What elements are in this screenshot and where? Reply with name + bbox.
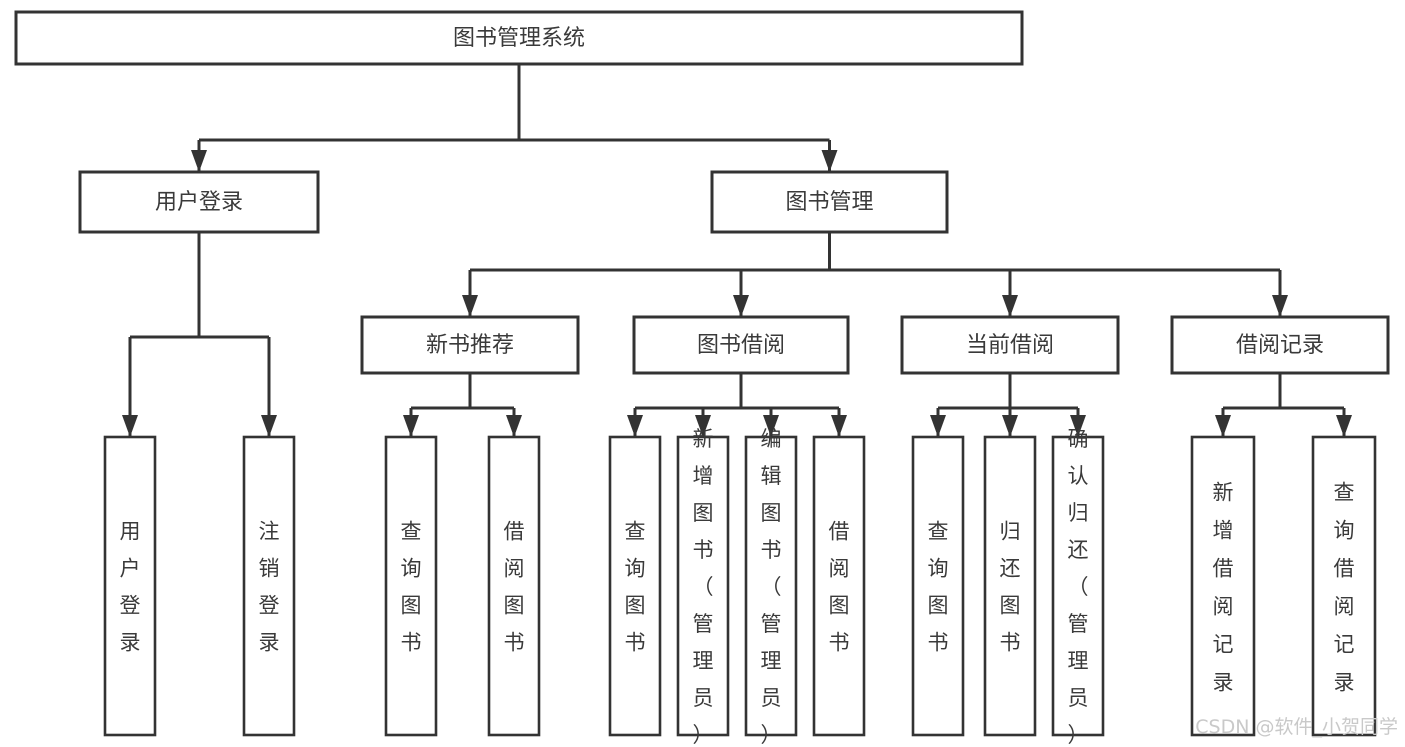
- node-label-borrow-book-do: 借阅图书: [829, 520, 850, 655]
- arrow-head-icon-user-login-do: [122, 415, 138, 437]
- node-box-query-borrow-record: [1311, 435, 1377, 737]
- node-box-add-book-admin: [676, 435, 730, 737]
- arrow-head-icon-user-login: [191, 150, 207, 172]
- arrow-head-icon-query-book-current: [930, 415, 946, 437]
- node-box-borrow-book-recommend: [487, 435, 541, 737]
- node-box-confirm-return-admin: [1051, 435, 1105, 737]
- node-borrow-book-recommend[interactable]: 借阅图书: [487, 435, 541, 737]
- node-root[interactable]: 图书管理系统: [14, 10, 1024, 66]
- node-label-book-borrow: 图书借阅: [697, 333, 785, 358]
- node-edit-book-admin[interactable]: 编辑图书（管理员）: [744, 427, 798, 747]
- node-label-query-book-recommend: 查询图书: [401, 520, 422, 655]
- node-label-add-book-admin: 新增图书（管理员）: [693, 427, 714, 747]
- node-label-confirm-return-admin: 确认归还（管理员）: [1068, 427, 1089, 747]
- node-label-book-management: 图书管理: [785, 190, 873, 215]
- node-box-user-logout: [242, 435, 296, 737]
- node-query-book-recommend[interactable]: 查询图书: [384, 435, 438, 737]
- node-box-new-book-recommend: [360, 315, 580, 375]
- arrow-head-icon-borrow-book-do: [831, 415, 847, 437]
- node-user-login-do[interactable]: 用户登录: [103, 435, 157, 737]
- node-box-query-book-recommend: [384, 435, 438, 737]
- node-box-user-login: [78, 170, 320, 234]
- node-box-return-book: [983, 435, 1037, 737]
- node-box-root: [14, 10, 1024, 66]
- arrow-head-icon-edit-book-admin: [763, 415, 779, 437]
- node-query-book-current[interactable]: 查询图书: [911, 435, 965, 737]
- arrow-head-icon-add-book-admin: [695, 415, 711, 437]
- node-box-edit-book-admin: [744, 435, 798, 737]
- node-add-book-admin[interactable]: 新增图书（管理员）: [676, 427, 730, 747]
- node-label-edit-book-admin: 编辑图书（管理员）: [761, 427, 782, 747]
- node-query-book-borrow[interactable]: 查询图书: [608, 435, 662, 737]
- node-book-borrow[interactable]: 图书借阅: [632, 315, 850, 375]
- node-box-book-borrow: [632, 315, 850, 375]
- node-label-user-login: 用户登录: [155, 190, 243, 215]
- arrow-head-icon-query-borrow-record: [1336, 415, 1352, 437]
- node-box-add-borrow-record: [1190, 435, 1256, 737]
- arrow-head-icon-current-borrow: [1002, 295, 1018, 317]
- node-box-current-borrow: [900, 315, 1120, 375]
- node-borrow-book-do[interactable]: 借阅图书: [812, 435, 866, 737]
- node-label-root: 图书管理系统: [453, 26, 585, 51]
- csdn-watermark: CSDN @软件_小贺同学: [1195, 716, 1398, 738]
- node-box-user-login-do: [103, 435, 157, 737]
- arrow-head-icon-confirm-return-admin: [1070, 415, 1086, 437]
- arrow-head-icon-query-book-borrow: [627, 415, 643, 437]
- node-return-book[interactable]: 归还图书: [983, 435, 1037, 737]
- arrow-head-icon-return-book: [1002, 415, 1018, 437]
- arrow-head-icon-borrow-record: [1272, 295, 1288, 317]
- node-box-borrow-record: [1170, 315, 1390, 375]
- node-layer: 图书管理系统用户登录用户登录注销登录图书管理新书推荐查询图书借阅图书图书借阅查询…: [14, 10, 1390, 747]
- node-add-borrow-record[interactable]: 新增借阅记录: [1190, 435, 1256, 737]
- arrow-head-icon-add-borrow-record: [1215, 415, 1231, 437]
- arrow-head-icon-query-book-recommend: [403, 415, 419, 437]
- node-current-borrow[interactable]: 当前借阅: [900, 315, 1120, 375]
- node-label-current-borrow: 当前借阅: [966, 333, 1054, 358]
- node-label-borrow-record: 借阅记录: [1236, 333, 1324, 358]
- node-box-borrow-book-do: [812, 435, 866, 737]
- node-label-user-login-do: 用户登录: [120, 520, 141, 655]
- node-query-borrow-record[interactable]: 查询借阅记录: [1311, 435, 1377, 737]
- node-label-query-borrow-record: 查询借阅记录: [1334, 480, 1355, 694]
- node-book-management[interactable]: 图书管理: [710, 170, 949, 234]
- node-label-borrow-book-recommend: 借阅图书: [504, 520, 525, 655]
- connector-layer: [122, 64, 1352, 437]
- node-label-add-borrow-record: 新增借阅记录: [1213, 480, 1234, 694]
- node-label-new-book-recommend: 新书推荐: [426, 333, 514, 358]
- arrow-head-icon-book-borrow: [733, 295, 749, 317]
- node-user-logout[interactable]: 注销登录: [242, 435, 296, 737]
- arrow-head-icon-new-book-recommend: [462, 295, 478, 317]
- node-label-return-book: 归还图书: [1000, 520, 1021, 655]
- node-new-book-recommend[interactable]: 新书推荐: [360, 315, 580, 375]
- node-box-query-book-borrow: [608, 435, 662, 737]
- node-box-query-book-current: [911, 435, 965, 737]
- node-confirm-return-admin[interactable]: 确认归还（管理员）: [1051, 427, 1105, 747]
- node-label-user-logout: 注销登录: [259, 520, 280, 655]
- node-box-book-management: [710, 170, 949, 234]
- node-label-query-book-current: 查询图书: [928, 520, 949, 655]
- arrow-head-icon-book-management: [821, 150, 838, 172]
- arrow-head-icon-borrow-book-recommend: [506, 415, 522, 437]
- arrow-head-icon-user-logout: [261, 415, 277, 437]
- node-borrow-record[interactable]: 借阅记录: [1170, 315, 1390, 375]
- node-user-login[interactable]: 用户登录: [78, 170, 320, 234]
- node-label-query-book-borrow: 查询图书: [625, 520, 646, 655]
